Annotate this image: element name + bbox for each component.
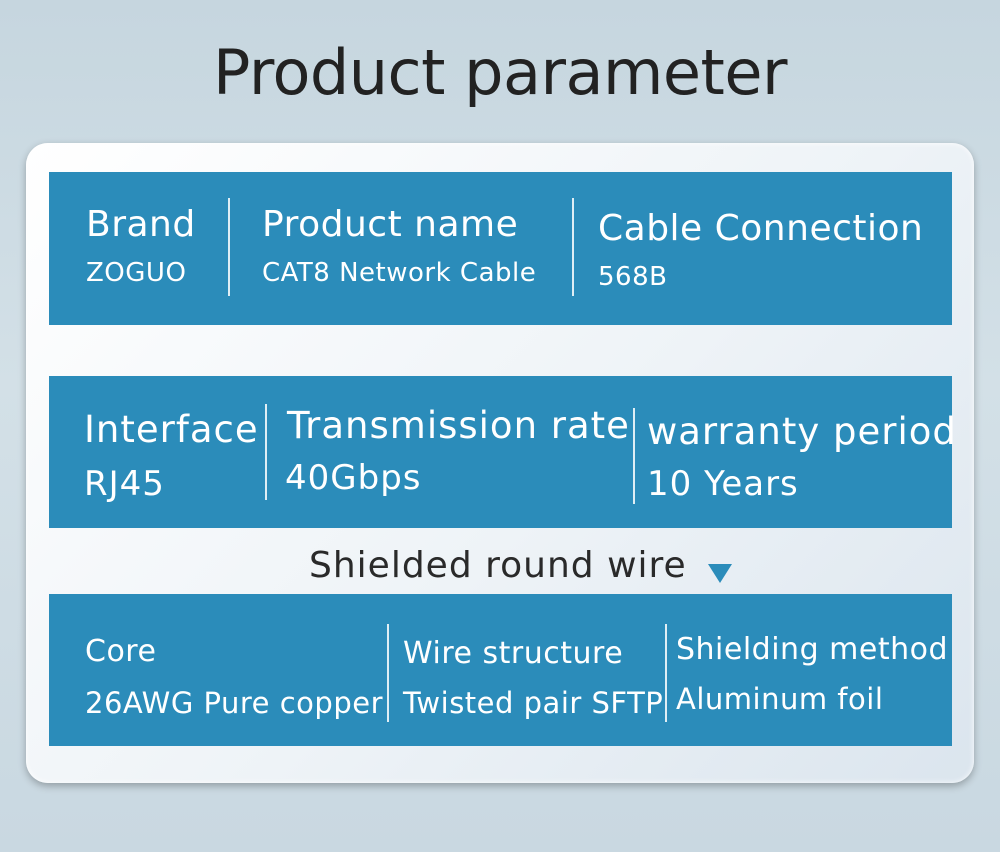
wire-structure-value: Twisted pair SFTP (403, 686, 664, 720)
brand-label: Brand (86, 204, 196, 245)
section-heading: Shielded round wire (309, 545, 687, 586)
parameter-panel-general: Brand ZOGUO Product name CAT8 Network Ca… (49, 172, 952, 325)
page-title: Product parameter (213, 36, 787, 109)
shielding-method-value: Aluminum foil (676, 682, 884, 716)
column-divider (228, 198, 230, 296)
product-name-value: CAT8 Network Cable (262, 258, 537, 288)
column-divider (387, 624, 389, 722)
transmission-rate-value: 40Gbps (285, 458, 422, 498)
transmission-rate-label: Transmission rate (287, 404, 630, 447)
brand-value: ZOGUO (86, 258, 187, 288)
product-name-label: Product name (262, 204, 519, 245)
interface-label: Interface (84, 408, 259, 451)
column-divider (572, 198, 574, 296)
wire-structure-label: Wire structure (403, 636, 624, 671)
cable-connection-label: Cable Connection (598, 208, 924, 249)
shielding-method-label: Shielding method (676, 632, 949, 667)
column-divider (265, 404, 267, 500)
cable-connection-value: 568B (598, 262, 668, 292)
core-label: Core (85, 634, 157, 669)
parameter-panel-performance: Interface RJ45 Transmission rate 40Gbps … (49, 376, 956, 528)
core-value: 26AWG Pure copper (85, 686, 383, 720)
parameter-panel-wire: Core 26AWG Pure copper Wire structure Tw… (49, 594, 952, 746)
warranty-period-value: 10 Years (647, 464, 799, 504)
warranty-period-label: warranty period (647, 410, 957, 453)
column-divider (665, 624, 667, 722)
column-divider (633, 408, 635, 504)
triangle-down-icon (708, 564, 732, 583)
interface-value: RJ45 (84, 464, 165, 504)
